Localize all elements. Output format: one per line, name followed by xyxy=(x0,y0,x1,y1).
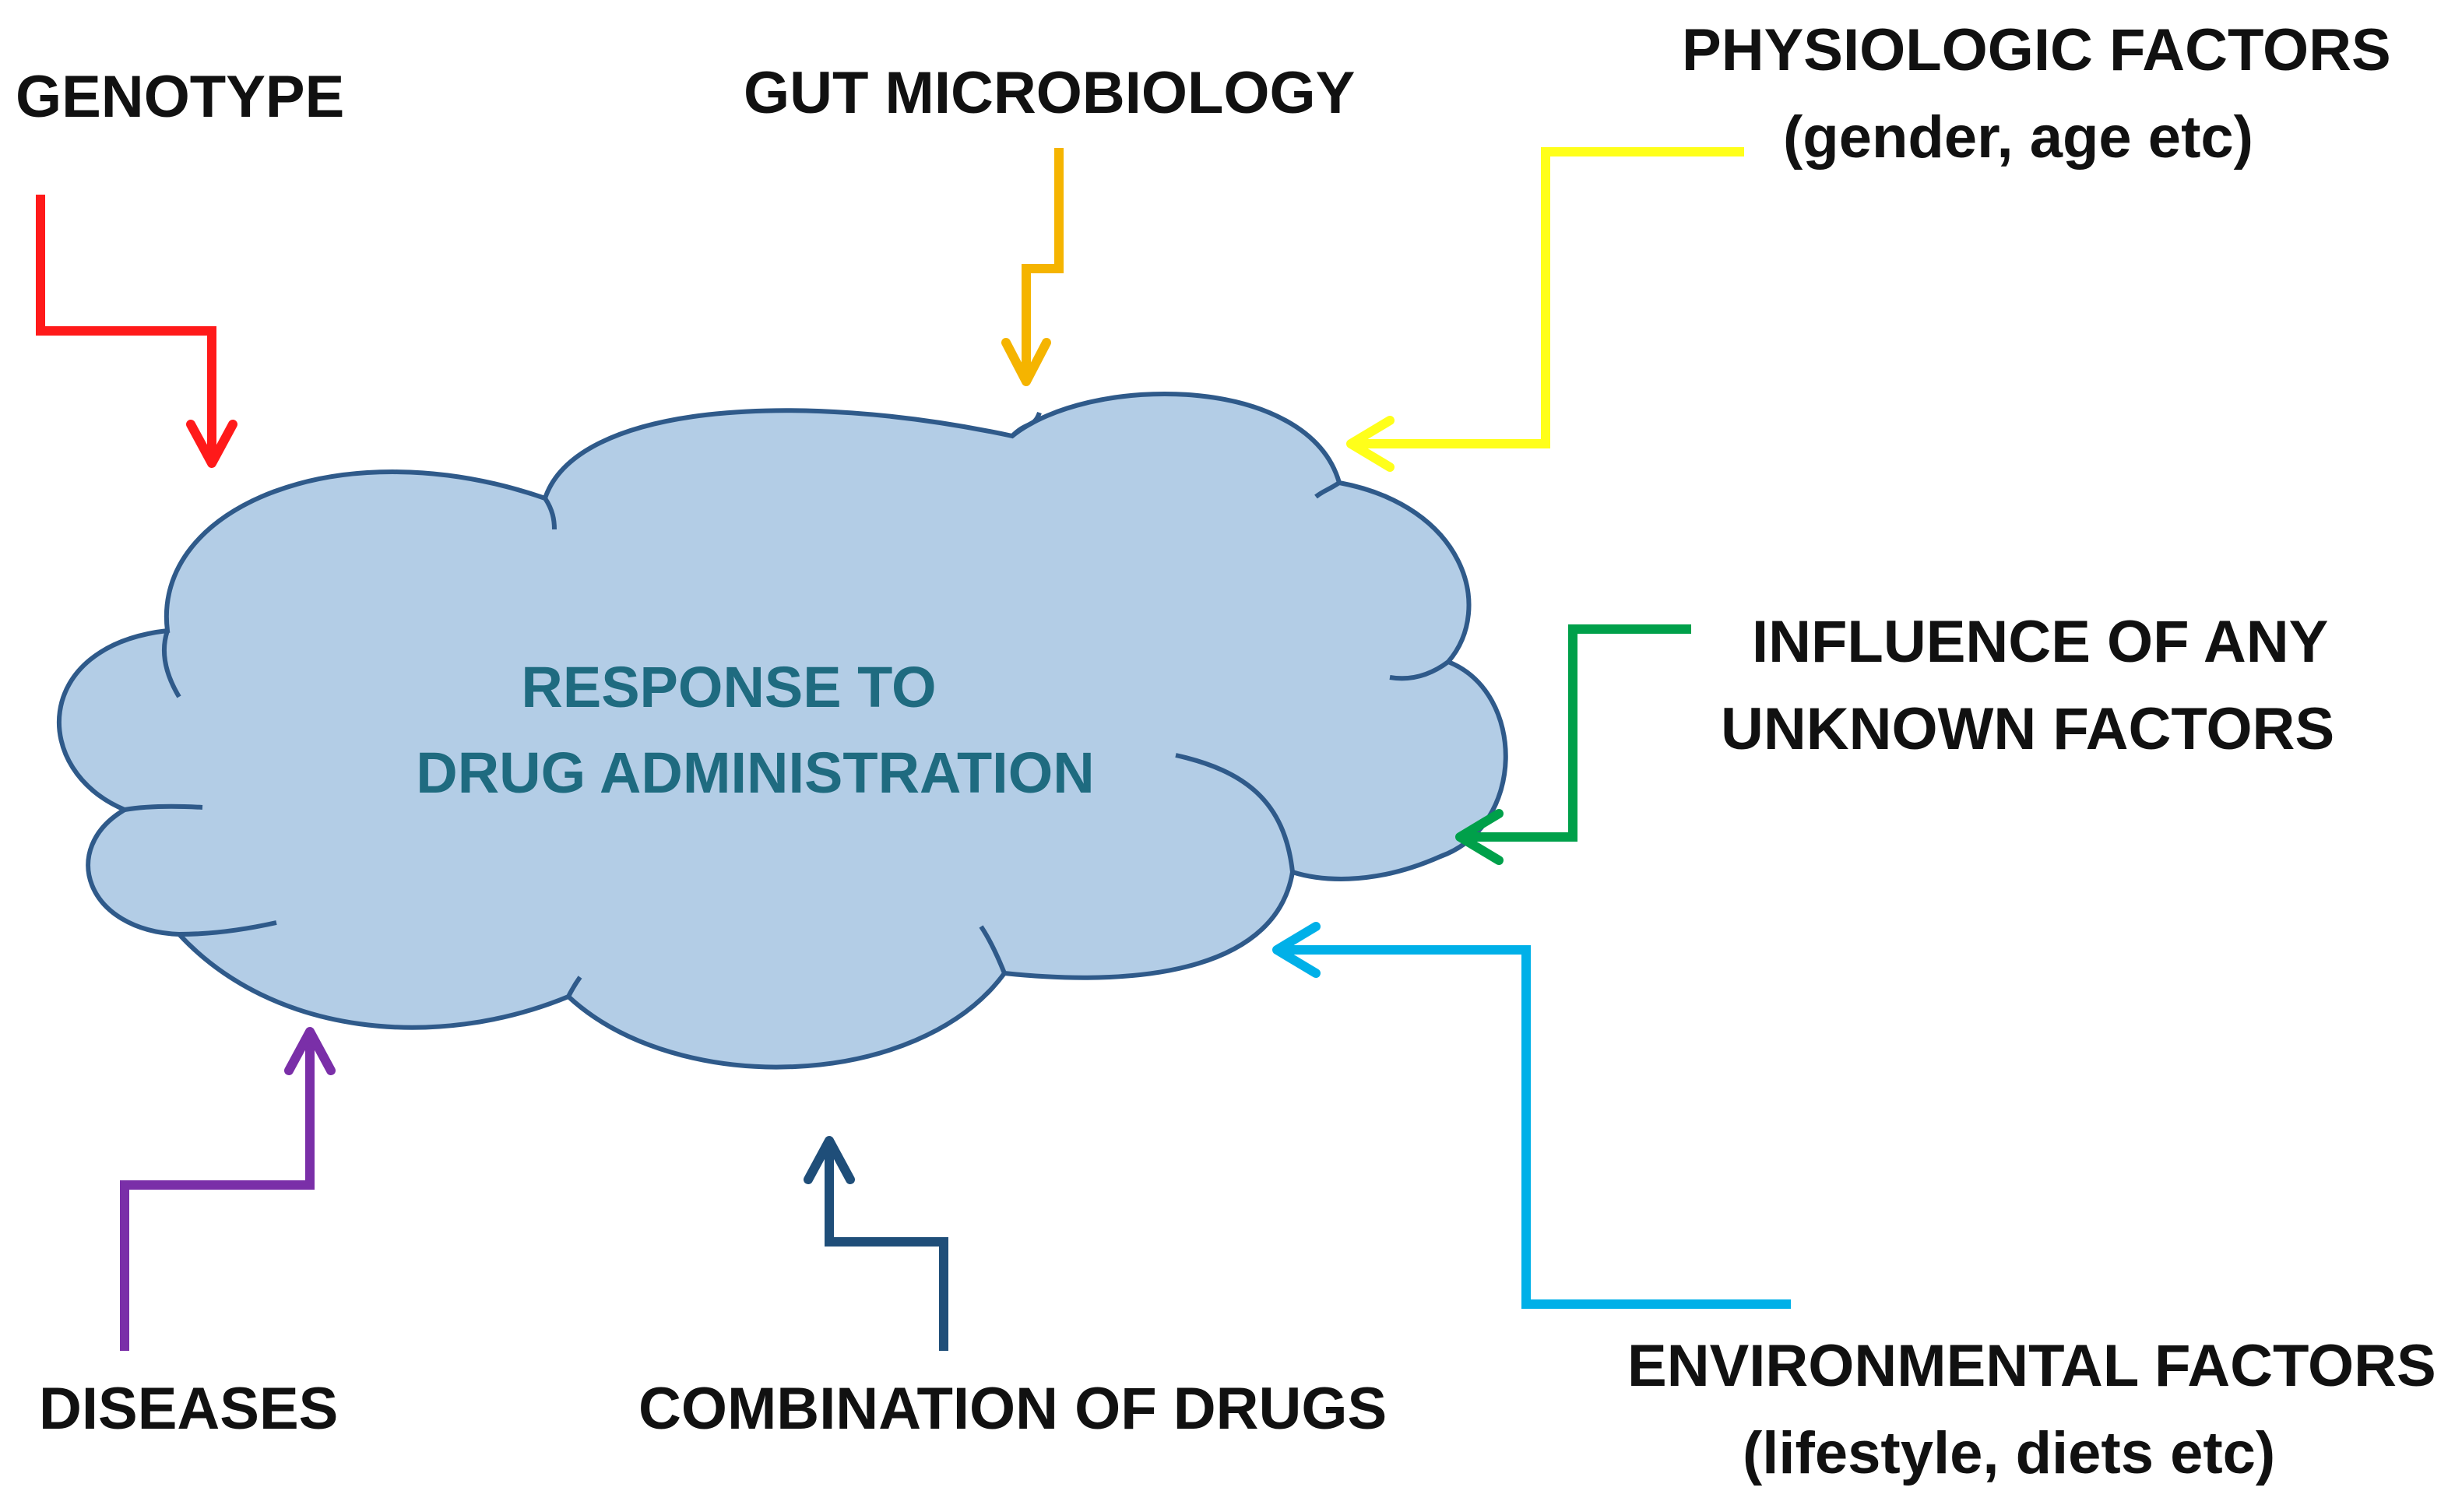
physiologic-factors-label-line1: PHYSIOLOGIC FACTORS xyxy=(1682,17,2391,83)
combination-of-drugs-label: COMBINATION OF DRUGS xyxy=(638,1376,1387,1442)
physiologic-factors-arrow xyxy=(1346,147,1744,472)
physiologic-factors-label-line2: (gender, age etc) xyxy=(1783,104,2253,171)
combination-of-drugs-arrow xyxy=(804,1136,948,1351)
center-title-line2: DRUG ADMINISTRATION xyxy=(416,740,1095,805)
environmental-factors-label-line2: (lifestyle, diets etc) xyxy=(1743,1420,2275,1486)
center-cloud xyxy=(56,392,1508,1070)
unknown-factors-label-line1: INFLUENCE OF ANY xyxy=(1752,609,2328,675)
gut-microbiology-arrow xyxy=(1001,148,1064,386)
gut-microbiology-label: GUT MICROBIOLOGY xyxy=(744,60,1355,126)
environmental-factors-label-line1: ENVIRONMENTAL FACTORS xyxy=(1627,1333,2436,1399)
environmental-factors-arrow xyxy=(1272,922,1791,1309)
genotype-arrow xyxy=(36,195,237,468)
genotype-label: GENOTYPE xyxy=(16,64,344,130)
diseases-arrow xyxy=(120,1027,336,1351)
unknown-factors-arrow xyxy=(1455,624,1691,865)
diseases-label: DISEASES xyxy=(39,1376,338,1442)
cloud-seams xyxy=(124,411,1450,998)
unknown-factors-label-line2: UNKNOWN FACTORS xyxy=(1721,696,2334,762)
center-title-line1: RESPONSE TO xyxy=(521,655,936,719)
cloud-shape xyxy=(56,392,1508,1070)
